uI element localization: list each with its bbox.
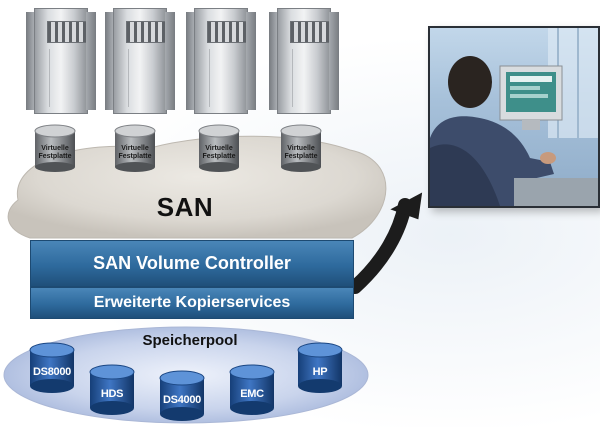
storage-cylinder-icon — [229, 364, 275, 415]
storage-label: EMC — [240, 388, 264, 400]
virtual-disk-icon — [114, 124, 156, 172]
virtual-disk-icon — [198, 124, 240, 172]
virtual-disk-label-line2: Festplatte — [118, 153, 152, 160]
storage-label: HDS — [100, 388, 124, 400]
virtual-disk-label-line1: Virtuelle — [121, 145, 149, 152]
storage-system-ds4000: DS4000 — [152, 368, 212, 424]
copy-services-bar: Erweiterte Kopierservices — [30, 287, 354, 319]
storage-cylinder-icon — [29, 342, 75, 393]
virtual-disk-label-line2: Festplatte — [38, 153, 72, 160]
storage-system-hds: HDS — [82, 362, 142, 418]
virtual-disk-icon — [34, 124, 76, 172]
virtual-disk: Virtuelle Festplatte — [277, 123, 325, 173]
storage-system-hp: HP — [290, 340, 350, 396]
virtual-disk-label-line2: Festplatte — [202, 153, 236, 160]
virtual-disk-label-line2: Festplatte — [284, 153, 318, 160]
virtual-disk: Virtuelle Festplatte — [31, 123, 79, 173]
storage-label: DS4000 — [163, 394, 201, 406]
storage-cylinder-icon — [89, 364, 135, 415]
user-at-computer-photo — [428, 26, 600, 208]
storage-system-ds8000: DS8000 — [22, 340, 82, 396]
virtual-disk-label-line1: Virtuelle — [205, 145, 233, 152]
virtual-disk: Virtuelle Festplatte — [195, 123, 243, 173]
storage-label: DS8000 — [33, 366, 71, 378]
storage-system-emc: EMC — [222, 362, 282, 418]
san-volume-controller-bar: SAN Volume Controller — [30, 240, 354, 287]
storage-cylinder-icon — [297, 342, 343, 393]
san-label: SAN — [156, 192, 214, 222]
server-icon — [186, 8, 256, 114]
virtual-disk-icon — [280, 124, 322, 172]
server-icon — [26, 8, 96, 114]
server-icon — [105, 8, 175, 114]
virtual-disk: Virtuelle Festplatte — [111, 123, 159, 173]
storage-cylinder-icon — [159, 370, 205, 421]
storage-label: HP — [312, 366, 328, 378]
virtual-disk-label-line1: Virtuelle — [41, 145, 69, 152]
virtual-disk-label-line1: Virtuelle — [287, 145, 315, 152]
storage-pool-label: Speicherpool — [142, 332, 238, 349]
server-icon — [269, 8, 339, 114]
